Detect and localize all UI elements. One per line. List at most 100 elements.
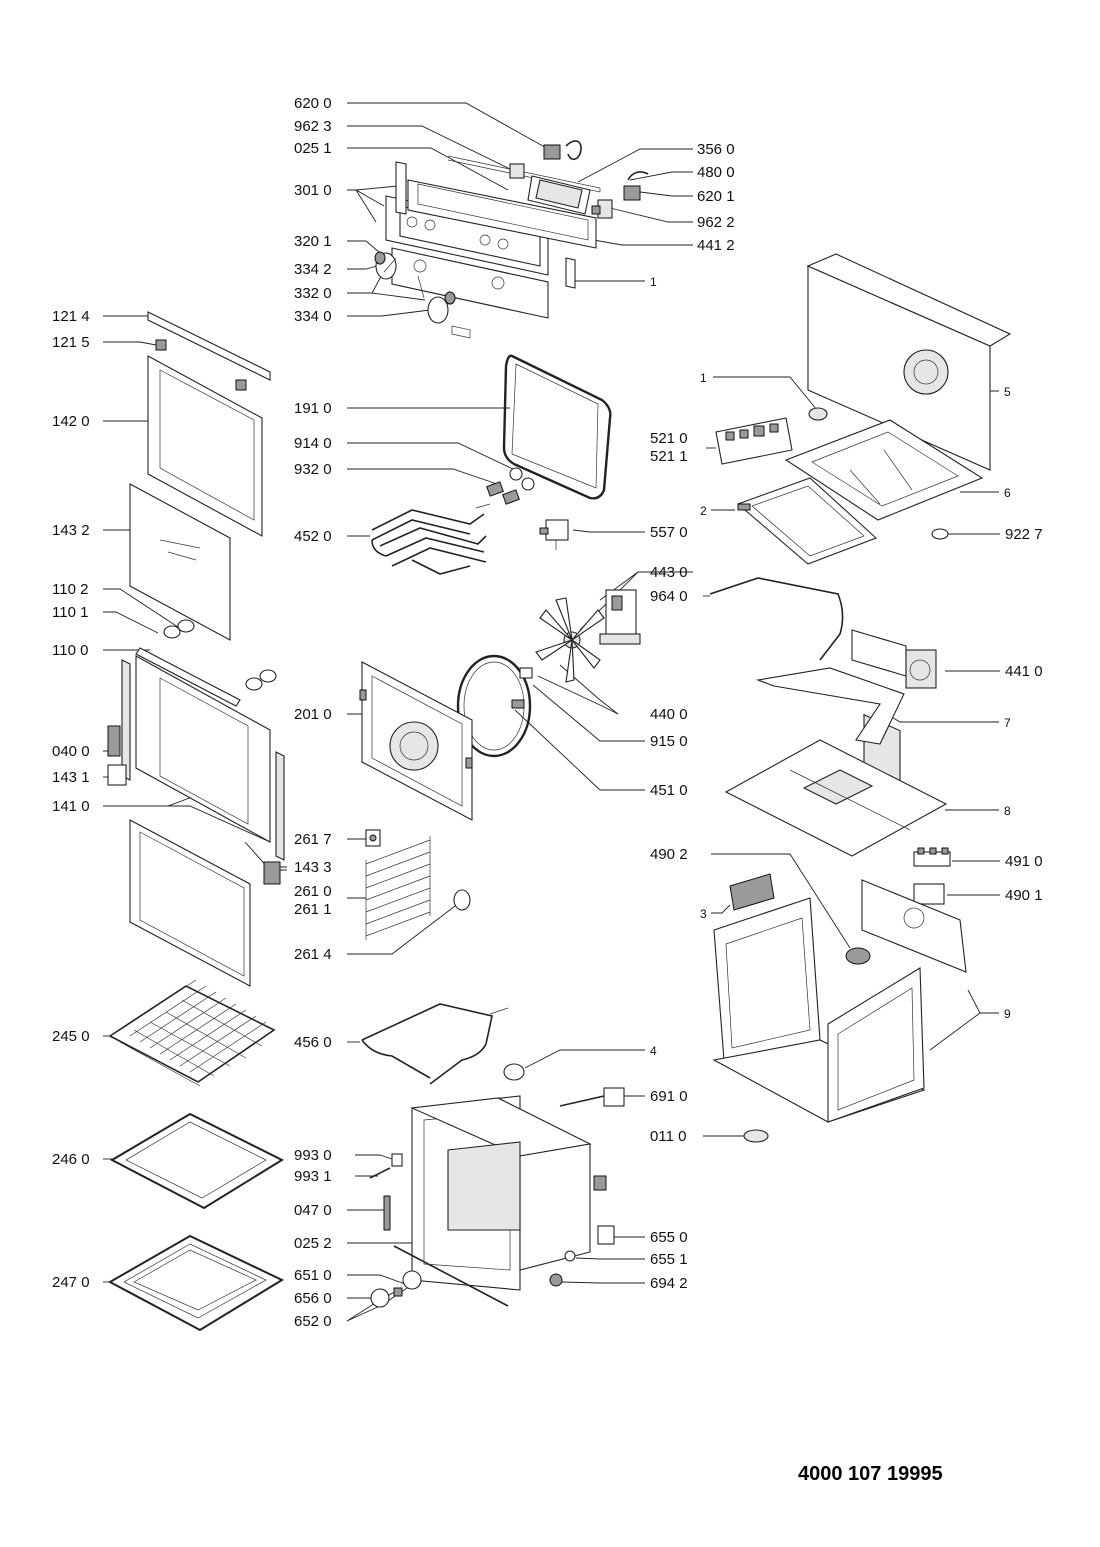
- label-651-0: 651 0: [294, 1267, 332, 1284]
- label-246-0: 246 0: [52, 1151, 90, 1168]
- terminal-block: [913, 847, 951, 867]
- foot: [743, 1129, 769, 1143]
- label-025-2: 025 2: [294, 1235, 332, 1252]
- label-320-1: 320 1: [294, 233, 332, 250]
- label-047-0: 047 0: [294, 1202, 332, 1219]
- cavity-small-parts: [369, 1153, 615, 1308]
- oven-cavity: [393, 1095, 607, 1307]
- label-011-0: 011 0: [650, 1128, 686, 1145]
- label-261-7: 261 7: [294, 831, 332, 848]
- door-hinge: [107, 725, 281, 885]
- label-691-0: 691 0: [650, 1088, 688, 1105]
- label-332-0: 332 0: [294, 285, 332, 302]
- cooling-fan: [851, 629, 937, 689]
- fan-motor: [599, 589, 641, 645]
- baking-tray: [109, 1112, 285, 1210]
- door-inner-frame: [121, 647, 285, 861]
- label-3: 3: [700, 907, 707, 921]
- label-964-0: 964 0: [650, 588, 688, 605]
- label-521-1: 521 1: [650, 448, 688, 465]
- label-962-3: 962 3: [294, 118, 332, 135]
- grommet: [808, 407, 828, 421]
- lamp-parts: [486, 467, 535, 505]
- label-025-1: 025 1: [294, 140, 332, 157]
- label-7: 7: [1004, 716, 1011, 730]
- label-142-0: 142 0: [52, 413, 90, 430]
- shelf-rails: [365, 829, 471, 940]
- cavity-top-plate: [724, 739, 948, 857]
- label-915-0: 915 0: [650, 733, 688, 750]
- leader-lines: [103, 102, 1000, 1322]
- label-452-0: 452 0: [294, 528, 332, 545]
- label-110-0: 110 0: [52, 642, 88, 659]
- label-8: 8: [1004, 804, 1011, 818]
- door-outer-glass: [147, 355, 263, 537]
- label-110-2: 110 2: [52, 581, 88, 598]
- label-694-2: 694 2: [650, 1275, 688, 1292]
- label-247-0: 247 0: [52, 1274, 90, 1291]
- cooling-tube: [709, 577, 844, 661]
- label-914-0: 914 0: [294, 435, 332, 452]
- label-443-0: 443 0: [650, 564, 688, 581]
- door-spacers: [163, 619, 277, 691]
- label-441-2: 441 2: [697, 237, 735, 254]
- label-141-0: 141 0: [52, 798, 90, 815]
- control-panel-frame: [385, 155, 601, 339]
- top-plate: [736, 477, 878, 565]
- label-652-0: 652 0: [294, 1313, 332, 1330]
- label-4: 4: [650, 1044, 657, 1058]
- label-143-1: 143 1: [52, 769, 90, 786]
- label-1-top: 1: [650, 275, 657, 289]
- switch-parts: [509, 163, 649, 219]
- door-top-trim: [147, 311, 271, 391]
- label-451-0: 451 0: [650, 782, 688, 799]
- label-655-1: 655 1: [650, 1251, 688, 1268]
- display-board: [527, 140, 591, 215]
- label-656-0: 656 0: [294, 1290, 332, 1307]
- label-490-1: 490 1: [1005, 887, 1043, 904]
- label-261-1: 261 1: [294, 901, 332, 918]
- label-491-0: 491 0: [1005, 853, 1043, 870]
- label-334-2: 334 2: [294, 261, 332, 278]
- door-inner-glass: [129, 819, 251, 987]
- wire-shelf: [108, 979, 276, 1087]
- label-191-0: 191 0: [294, 400, 332, 417]
- label-441-0: 441 0: [1005, 663, 1043, 680]
- electronic-board: [715, 417, 793, 465]
- label-261-0: 261 0: [294, 883, 332, 900]
- upper-heating-element: [371, 503, 491, 575]
- part-labels: 620 0 962 3 025 1 356 0 480 0 301 0 620 …: [52, 95, 1043, 1330]
- label-110-1: 110 1: [52, 604, 88, 621]
- document-number: 4000 107 19995: [798, 1463, 943, 1485]
- cooling-bracket: [755, 667, 905, 745]
- label-301-0: 301 0: [294, 182, 332, 199]
- door-middle-glass: [129, 483, 231, 641]
- label-993-1: 993 1: [294, 1168, 332, 1185]
- label-2: 2: [700, 504, 707, 518]
- label-993-0: 993 0: [294, 1147, 332, 1164]
- oven-casing: [712, 879, 967, 1123]
- label-456-0: 456 0: [294, 1034, 332, 1051]
- label-121-4: 121 4: [52, 308, 90, 325]
- label-490-2: 490 2: [650, 846, 688, 863]
- connector-block: [913, 883, 945, 905]
- label-143-2: 143 2: [52, 522, 90, 539]
- label-962-2: 962 2: [697, 214, 735, 231]
- fan-blade: [535, 597, 605, 683]
- label-334-0: 334 0: [294, 308, 332, 325]
- cap-part: [503, 1063, 525, 1081]
- washer: [931, 528, 949, 540]
- label-1-right: 1: [700, 371, 707, 385]
- label-143-3: 143 3: [294, 859, 332, 876]
- label-440-0: 440 0: [650, 706, 688, 723]
- label-922-7: 922 7: [1005, 526, 1043, 543]
- lower-heating-element: [361, 1003, 509, 1085]
- top-back-panel: [806, 253, 1012, 786]
- label-9: 9: [1004, 1007, 1011, 1021]
- label-121-5: 121 5: [52, 334, 90, 351]
- label-261-4: 261 4: [294, 946, 332, 963]
- ring-element: [456, 654, 533, 758]
- small-insulation-block: [729, 873, 775, 911]
- label-557-0: 557 0: [650, 524, 688, 541]
